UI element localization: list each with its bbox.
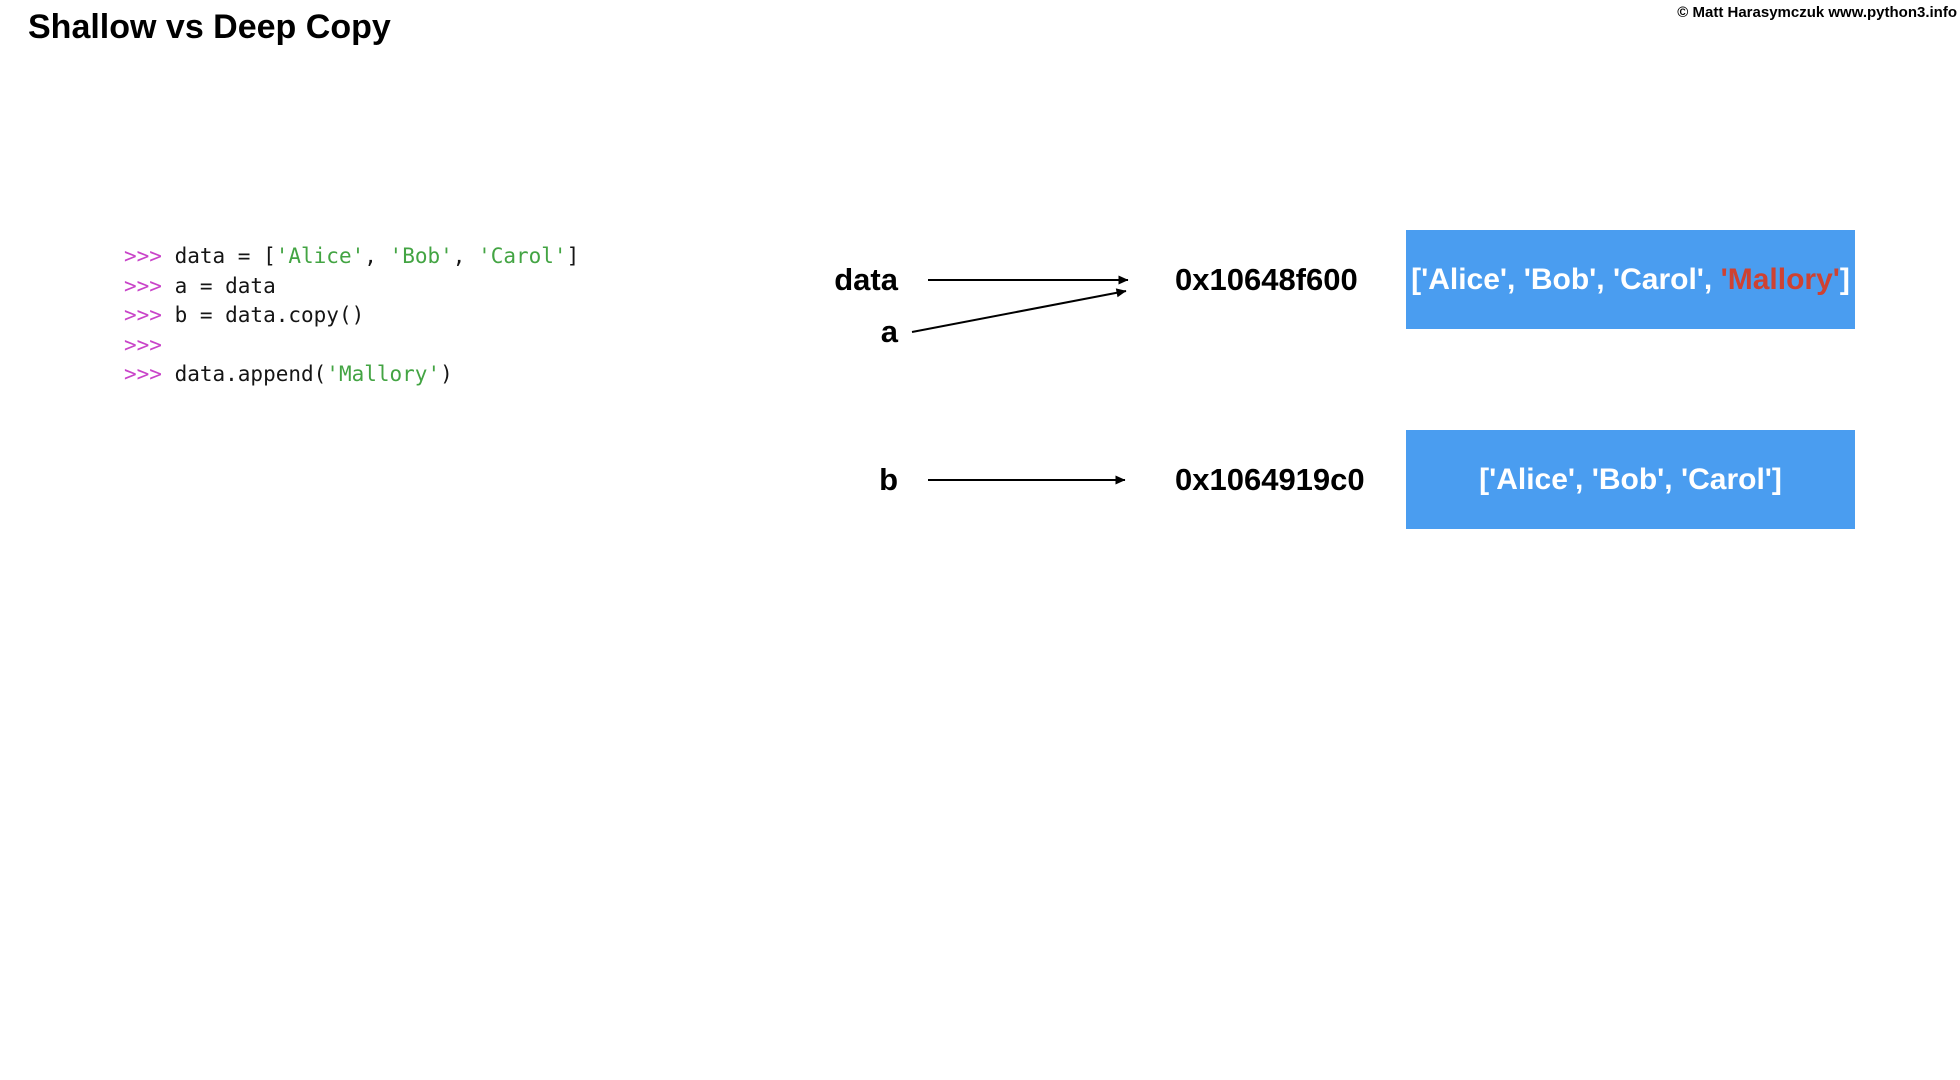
copyright-notice: © Matt Harasymczuk www.python3.info (1677, 4, 1957, 21)
list-value-appended: 'Mallory' (1720, 262, 1840, 296)
code-text: b = data.copy() (174, 303, 365, 327)
string-literal: 'Mallory' (326, 362, 441, 386)
repl-prompt: >>> (124, 362, 175, 386)
code-line: >>> data.append('Mallory') (124, 360, 579, 390)
memory-address-copy: 0x1064919c0 (1175, 462, 1365, 497)
code-text: data.append( (174, 362, 327, 386)
var-label-a: a (880, 314, 898, 349)
code-line: >>> a = data (124, 272, 579, 302)
repl-prompt: >>> (124, 244, 175, 268)
code-text: , (452, 244, 479, 268)
arrow-a-to-address-icon (911, 288, 1127, 333)
heap-object-copy: ['Alice', 'Bob', 'Carol'] (1406, 430, 1855, 529)
repl-prompt: >>> (124, 303, 175, 327)
string-literal: 'Carol' (478, 244, 567, 268)
list-value: ] (1839, 262, 1850, 296)
code-text: a = data (174, 273, 276, 298)
heap-object-shared: ['Alice', 'Bob', 'Carol', 'Mallory'] (1406, 230, 1855, 329)
repl-prompt: >>> (124, 332, 162, 357)
repl-prompt: >>> (124, 273, 175, 298)
string-literal: 'Alice' (275, 244, 365, 268)
code-text: data = [ (174, 244, 276, 268)
code-text: ) (440, 362, 453, 386)
page-title: Shallow vs Deep Copy (28, 8, 391, 46)
var-label-b: b (879, 462, 898, 497)
code-text: ] (566, 244, 580, 268)
code-line: >>> b = data.copy() (124, 301, 579, 331)
list-value: ['Alice', 'Bob', 'Carol', (1411, 262, 1721, 296)
code-line: >>> (124, 331, 579, 361)
memory-address-shared: 0x10648f600 (1175, 262, 1358, 297)
var-label-data: data (834, 262, 898, 297)
code-text: , (364, 244, 390, 268)
code-line: >>> data = ['Alice', 'Bob', 'Carol'] (124, 242, 579, 272)
string-literal: 'Bob' (389, 244, 453, 268)
code-block: >>> data = ['Alice', 'Bob', 'Carol'] >>>… (124, 242, 579, 390)
list-value: ['Alice', 'Bob', 'Carol'] (1479, 462, 1782, 496)
